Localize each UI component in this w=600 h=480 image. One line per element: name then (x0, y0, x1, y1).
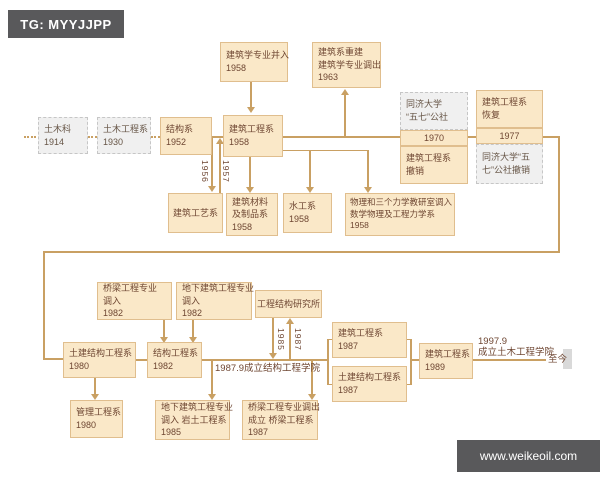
bracket-right-bottom-stub (406, 384, 412, 385)
arrow-head-shuigong (306, 187, 314, 193)
node-tumuke-1914: 土木科 1914 (38, 117, 88, 154)
arrow-head-1987 (286, 318, 294, 324)
arrow-stem-shuigong (309, 150, 311, 188)
arrow-head-yantu (208, 394, 216, 400)
arrow-head-dixia-in (189, 337, 197, 343)
node-tujianjiegou-1980: 土建结构工程系 1980 (63, 342, 136, 378)
node-year-1970: 1970 (400, 130, 468, 146)
label-1985: 1985 (276, 328, 286, 351)
node-wuli-lixue-1958: 物理和三个力学教研室调入 数学物理及工程力学系 1958 (345, 193, 455, 236)
node-jianzhugongchengxi-1958: 建筑工程系 1958 (223, 115, 283, 157)
label-1987: 1987 (293, 328, 303, 351)
arrow-stem-qiaoliang-in (163, 320, 165, 338)
node-shuigongxi-1958: 水工系 1958 (283, 193, 332, 233)
node-jianzhugongyixi: 建筑工艺系 (168, 193, 223, 233)
arrow-stem-jzcl (249, 157, 251, 188)
node-jiegougongchengxi-1982: 结构工程系 1982 (147, 342, 202, 378)
bracket-left-bottom-stub (327, 384, 333, 385)
tg-badge: TG: MYYJJPP (8, 10, 124, 38)
node-yantugongchengxi-1985: 地下建筑工程专业 调入 岩土工程系 1985 (155, 400, 233, 440)
label-1956: 1956 (200, 160, 210, 183)
arrow-stem-yantu (211, 360, 213, 395)
node-jzgcx-huifu: 建筑工程系 恢复 (476, 90, 543, 128)
arrow-head-chongjian (341, 89, 349, 95)
arrow-head-bingru (247, 107, 255, 113)
branch-line-1958 (282, 150, 369, 151)
arrow-stem-1985 (272, 318, 274, 355)
arrow-head-1957 (216, 138, 224, 144)
node-qiaoliang-diaoru-1982: 桥梁工程专业 调入 1982 (97, 282, 172, 320)
dotted-connector-1930-1952 (151, 136, 160, 138)
node-tongji-wuqi-gongshe: 同济大学 “五七”公社 (400, 92, 468, 130)
arrow-stem-bingru (250, 82, 252, 108)
arrow-head-1956 (208, 186, 216, 192)
label-1957: 1957 (221, 160, 231, 183)
node-jianzhuxi-chongjian-1963: 建筑系重建 建筑学专业调出 1963 (312, 42, 381, 88)
timeline-right-down (558, 136, 560, 253)
timeline-return (43, 251, 560, 253)
arrow-head-guanli (91, 394, 99, 400)
arrow-stem-wuli (367, 150, 369, 188)
arrow-stem-1957 (219, 144, 221, 193)
dotted-lead-in (24, 136, 36, 138)
label-tumu-xueyuan: 1997.9 成立土木工程学院 (478, 336, 555, 359)
arrow-head-qiaoliang-in (160, 337, 168, 343)
arrow-head-1985 (269, 353, 277, 359)
node-jianzhugongchengxi-1989: 建筑工程系 1989 (419, 343, 473, 379)
node-jianzhuxue-bingru-1958: 建筑学专业并入 1958 (220, 42, 289, 82)
node-jianzhugongchengxi-1987: 建筑工程系 1987 (332, 322, 407, 358)
timeline-left-down (43, 251, 45, 360)
bracket-left-top-stub (327, 339, 333, 340)
node-gongchengjiegou-yanjiusuo: 工程结构研究所 (255, 290, 322, 318)
label-jiegou-xueyuan: 1987.9成立结构工程学院 (215, 363, 321, 374)
bracket-left (327, 339, 329, 385)
arrow-head-jzcl (246, 187, 254, 193)
node-gongshe-chexiao: 同济大学“五 七”公社撤销 (476, 144, 543, 184)
arrow-stem-dixia-in (192, 320, 194, 338)
timeline-to-today (473, 359, 546, 361)
arrow-head-wuli (364, 187, 372, 193)
arrow-stem-qiaoliang-out (311, 360, 313, 395)
gray-artifact (563, 349, 572, 369)
node-year-1977: 1977 (476, 128, 543, 144)
connector-1952-1958 (212, 136, 223, 138)
connector-1980-1982 (136, 359, 147, 361)
node-qiaolianggongchengxi-1987: 桥梁工程专业调出 成立 桥梁工程系 1987 (242, 400, 320, 440)
timeline-into-1980 (43, 358, 64, 360)
node-jzgcx-chexiao: 建筑工程系 撤销 (400, 146, 468, 184)
node-tumugongchengxi-1930: 土木工程系 1930 (97, 117, 151, 154)
node-jianzhucailiao-1958: 建筑材料 及制品系 1958 (226, 193, 278, 236)
arrow-stem-1987 (289, 324, 291, 360)
node-guanligongchengxi-1980: 管理工程系 1980 (70, 400, 123, 438)
label-zhijin: 至今 (548, 354, 568, 365)
arrow-stem-chongjian (344, 94, 346, 137)
bracket-right-top-stub (406, 339, 412, 340)
arrow-stem-guanli (94, 378, 96, 395)
bracket-right (410, 339, 412, 385)
connector-bracket-1989 (410, 359, 420, 361)
dotted-connector-1914-1930 (88, 136, 97, 138)
arrow-head-qiaoliang-out (308, 394, 316, 400)
node-dixia-diaoru-1982: 地下建筑工程专业 调入 1982 (176, 282, 254, 320)
arrow-stem-1956 (211, 138, 213, 187)
node-jiegouxi-1952: 结构系 1952 (160, 117, 212, 155)
timeline-bottom (202, 359, 328, 361)
node-tujianjiegou-1987: 土建结构工程系 1987 (332, 366, 407, 402)
watermark: www.weikeoil.com (457, 440, 600, 472)
